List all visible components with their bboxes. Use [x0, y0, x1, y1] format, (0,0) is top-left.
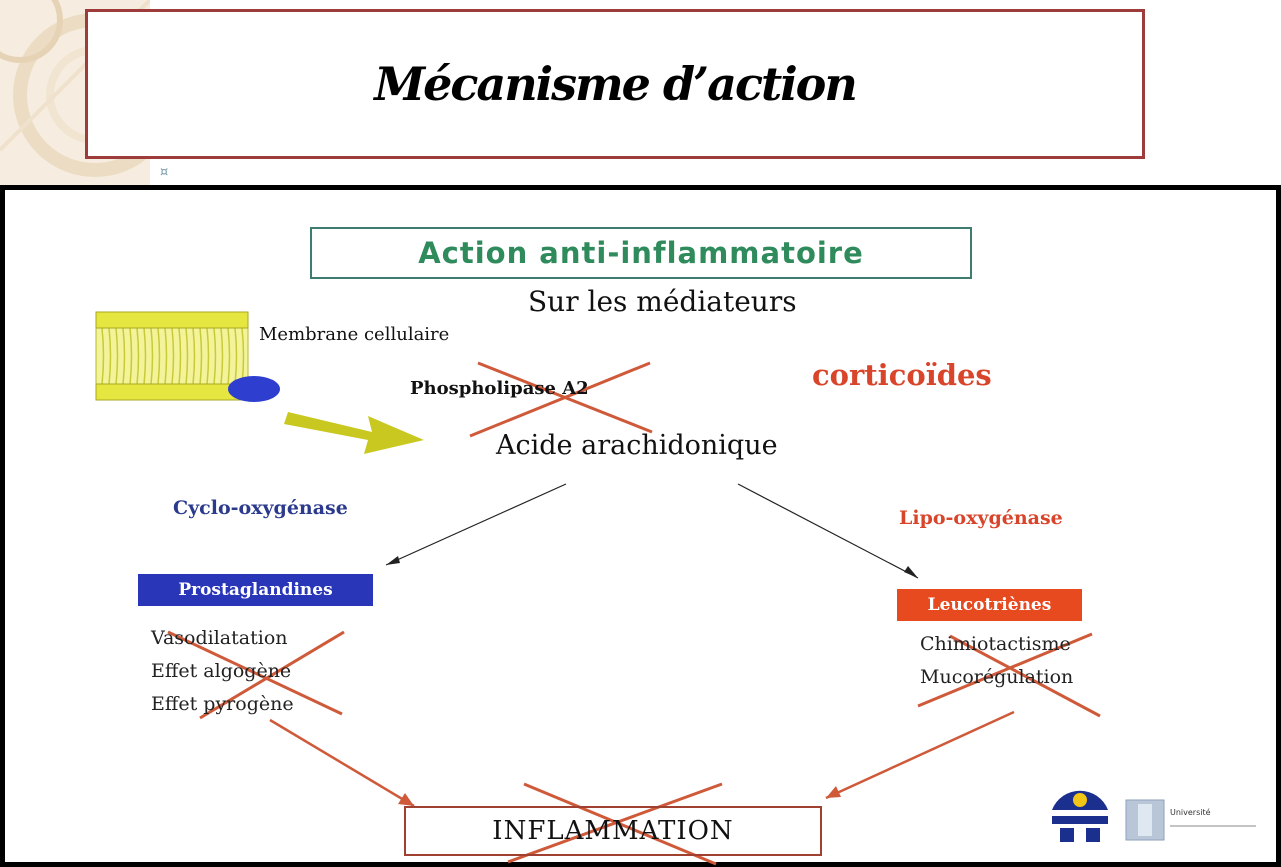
page-title: Mécanisme d’action	[374, 57, 858, 111]
university-logo-text: Université	[1170, 808, 1211, 817]
arrow-to-leucotrienes	[737, 483, 919, 579]
big-arrow	[284, 412, 424, 454]
cross-left-effects	[167, 630, 345, 720]
arrow-to-prostaglandines	[385, 483, 567, 566]
lipid-tail	[171, 327, 175, 385]
lipid-tail	[199, 327, 203, 385]
arrow-right-to-inflammation	[825, 710, 1015, 800]
cross-right-effects	[917, 632, 1101, 718]
lipid-tail	[185, 327, 189, 385]
left-product-badge: Prostaglandines	[138, 574, 373, 606]
cross-phospholipase	[469, 361, 653, 438]
right-effect-item: Chimiotactisme	[920, 633, 1071, 655]
right-product-label: Leucotriènes	[927, 595, 1052, 615]
left-effect-item: Effet pyrogène	[151, 693, 294, 715]
lipid-tail	[164, 327, 168, 385]
drug-label: corticoïdes	[812, 358, 992, 392]
cross-inflammation	[507, 782, 723, 866]
membrane-graphic	[95, 311, 280, 402]
lipid-tail	[108, 327, 112, 385]
left-product-label: Prostaglandines	[178, 580, 333, 600]
right-effect-item: Mucorégulation	[920, 666, 1074, 688]
right-enzyme-label: Lipo-oxygénase	[899, 507, 1063, 529]
university-logo	[1125, 799, 1256, 841]
title-box: Mécanisme d’action	[85, 9, 1145, 159]
lipid-tail	[220, 327, 224, 385]
phospholipase-label: Phospholipase A2	[410, 378, 589, 399]
lipid-tail	[101, 327, 105, 385]
lipid-tail	[234, 327, 238, 385]
outcome-box: INFLAMMATION	[404, 806, 822, 856]
lipid-tail	[178, 327, 182, 385]
lipid-tail	[143, 327, 147, 385]
lipid-tail	[122, 327, 126, 385]
left-effect-item: Effet algogène	[151, 660, 292, 682]
arrow-left-to-inflammation	[269, 718, 415, 808]
diagram-subheading: Sur les médiateurs	[528, 285, 797, 318]
right-effects-list: Chimiotactisme Mucorégulation	[920, 628, 1073, 694]
lipid-tail	[227, 327, 231, 385]
left-enzyme-label: Cyclo-oxygénase	[173, 497, 348, 519]
lipid-tail	[150, 327, 154, 385]
phospholipase-protein	[228, 376, 280, 402]
membrane-label: Membrane cellulaire	[259, 324, 450, 345]
diagram-heading: Action anti-inflammatoire	[418, 236, 864, 270]
institution-logo	[1048, 788, 1112, 852]
lipid-tail	[192, 327, 196, 385]
right-product-badge: Leucotriènes	[897, 589, 1082, 621]
lipid-tail	[115, 327, 119, 385]
outcome-label: INFLAMMATION	[492, 816, 734, 846]
lipid-tail	[129, 327, 133, 385]
diagram-frame	[0, 185, 1281, 867]
bullet-mark: ¤	[160, 165, 169, 180]
lipid-tail	[157, 327, 161, 385]
lipid-tail	[213, 327, 217, 385]
left-effect-item: Vasodilatation	[151, 627, 288, 649]
lipid-tail	[206, 327, 210, 385]
lipid-tail	[136, 327, 140, 385]
left-effects-list: Vasodilatation Effet algogène Effet pyro…	[151, 622, 294, 721]
substrate-label: Acide arachidonique	[496, 430, 778, 461]
diagram-heading-box: Action anti-inflammatoire	[310, 227, 972, 279]
